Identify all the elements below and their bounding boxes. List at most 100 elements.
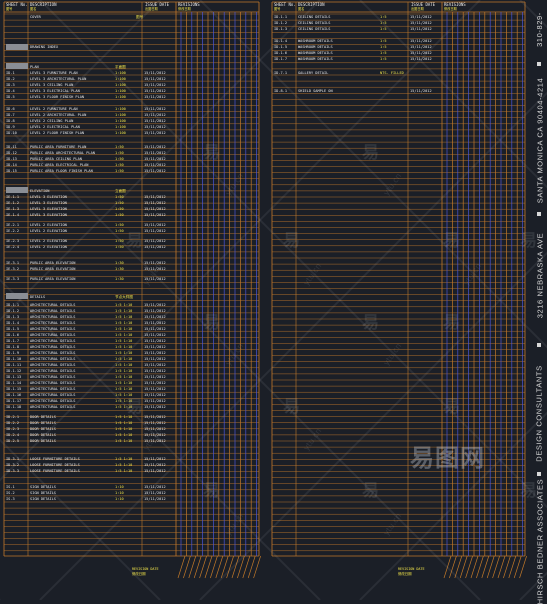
issue-date: 15/11/2012 bbox=[144, 381, 166, 385]
issue-date: 15/11/2012 bbox=[144, 439, 166, 443]
sheet-description: PUBLIC AREA FLOOR FINISH PLAN bbox=[30, 169, 93, 173]
sheet-scale: 1:10 bbox=[115, 485, 124, 489]
sheet-number: ID-13 bbox=[6, 157, 17, 161]
sheet-description: SHIELD SAMPLE ON bbox=[298, 89, 333, 93]
watermark-char: 易 bbox=[283, 231, 300, 251]
sheet-description: PUBLIC AREA ELEVATION bbox=[30, 277, 76, 281]
left-footer-line1: REVISION DATE bbox=[132, 567, 159, 571]
sheet-number: IS-1 bbox=[6, 485, 15, 489]
left-revisions-header: REVISIONS bbox=[178, 2, 200, 7]
firm-text: HIRSCH BEDNER ASSOCIATES bbox=[535, 478, 545, 604]
sheet-scale: 1:100 bbox=[115, 107, 126, 111]
sheet-number: ID-7 bbox=[6, 113, 15, 117]
sheet-scale: 1:30 bbox=[115, 277, 124, 281]
sheet-description: WASHROOM DETAILS bbox=[298, 57, 333, 61]
sheet-description: LEVEL 3 FURNITURE PLAN bbox=[30, 71, 78, 75]
left-description-sub: 图名 bbox=[30, 7, 37, 11]
sheet-number: ID-1.1 bbox=[6, 303, 19, 307]
revision-stub-line bbox=[513, 555, 522, 579]
sheet-scale: 节点大样图 bbox=[115, 295, 133, 299]
sheet-scale: 1:100 bbox=[115, 89, 126, 93]
sheet-scale: 1:5 1:10 bbox=[115, 357, 133, 361]
watermark-char: 易 bbox=[443, 313, 460, 333]
issue-date: 15/11/2012 bbox=[144, 375, 166, 379]
sheet-scale: NTS. FILLED bbox=[380, 71, 404, 75]
issue-date: 15/11/2012 bbox=[144, 277, 166, 281]
sheet-scale: 1:50 bbox=[115, 163, 124, 167]
revision-stub-line bbox=[519, 555, 527, 579]
sheet-number: ID-11 bbox=[6, 145, 17, 149]
sheet-number: ID-1.2 bbox=[6, 309, 19, 313]
issue-date: 15/11/2012 bbox=[144, 321, 166, 325]
revision-stub-line bbox=[492, 555, 500, 579]
revision-stub-line bbox=[253, 555, 261, 579]
sheet-description: ARCHITECTURAL DETAILS bbox=[30, 333, 76, 337]
revision-stub-line bbox=[183, 555, 191, 579]
sheet-number: ID-1.3 bbox=[6, 315, 19, 319]
watermark-char: 易 bbox=[362, 313, 379, 333]
sheet-description: ARCHITECTURAL DETAILS bbox=[30, 369, 76, 373]
sheet-description: ARCHITECTURAL DETAILS bbox=[30, 303, 76, 307]
sheet-number: ID-1.4 bbox=[274, 39, 287, 43]
sheet-number: IE-2.4 bbox=[6, 245, 19, 249]
revision-stub-line bbox=[215, 555, 224, 579]
sheet-number: ID-1.4 bbox=[6, 321, 19, 325]
sheet-scale: 1:30 bbox=[115, 261, 124, 265]
sheet-description: DOOR DETAILS bbox=[30, 439, 56, 443]
sheet-number: ID-8 bbox=[6, 119, 15, 123]
sheet-description: LEVEL 2 ARCHITECTURAL PLAN bbox=[30, 113, 87, 117]
watermark-line bbox=[359, 411, 547, 600]
sheet-number: IE-1.1 bbox=[6, 195, 19, 199]
sheet-number: ID-3 bbox=[6, 83, 15, 87]
sheet-scale: 1:5 1:10 bbox=[115, 427, 133, 431]
sheet-number: IE-1.3 bbox=[6, 207, 19, 211]
revision-stub-line bbox=[199, 555, 207, 579]
sheet-number: ID-1.2 bbox=[274, 21, 287, 25]
sheet-scale: 1:5 1:10 bbox=[115, 363, 133, 367]
sheet-description: LEVEL 3 ELECTRICAL PLAN bbox=[30, 89, 80, 93]
watermark-line bbox=[0, 438, 161, 600]
sheet-scale: 1:5 bbox=[380, 51, 387, 55]
left-issuedate-header: ISSUE DATE bbox=[145, 2, 170, 7]
sheet-description: DRAWING INDEX bbox=[30, 45, 59, 49]
issue-date: 15/11/2012 bbox=[144, 369, 166, 373]
sheet-scale: 1:50 bbox=[115, 229, 124, 233]
sheet-scale: 1:5 1:10 bbox=[115, 351, 133, 355]
sheet-number: ID-3.3 bbox=[6, 469, 19, 473]
sheet-scale: 1:5 1:10 bbox=[115, 327, 133, 331]
sheet-description: LEVEL 3 ELEVATION bbox=[30, 201, 67, 205]
sheet-description: SIGN DETAILS bbox=[30, 497, 56, 501]
sheet-description: DOOR DETAILS bbox=[30, 415, 56, 419]
sheet-description: PUBLIC AREA ELEVATION bbox=[30, 267, 76, 271]
sheet-description: ARCHITECTURAL DETAILS bbox=[30, 351, 76, 355]
revision-stub-line bbox=[231, 555, 240, 579]
watermark-char: 易 bbox=[203, 313, 220, 333]
sheet-description: PUBLIC AREA FURNITURE PLAN bbox=[30, 145, 87, 149]
sheet-scale: 1:5 1:10 bbox=[115, 309, 133, 313]
sheet-scale: 1:30 bbox=[115, 267, 124, 271]
sheet-scale: 1:5 bbox=[380, 45, 387, 49]
issue-date: 15/11/2012 bbox=[144, 463, 166, 467]
sheet-number: ID-1.3 bbox=[274, 27, 287, 31]
issue-date: 15/11/2012 bbox=[144, 363, 166, 367]
section-bar-details bbox=[6, 293, 28, 299]
watermark-char: 易 bbox=[126, 231, 143, 251]
sheet-number: ID-4 bbox=[6, 89, 15, 93]
sheet-scale: 1:100 bbox=[115, 83, 126, 87]
sheet-number: IE-3.2 bbox=[6, 267, 19, 271]
sheet-scale: 1:5 bbox=[380, 21, 387, 25]
sheet-scale: 1:50 bbox=[115, 245, 124, 249]
sheet-scale: 1:50 bbox=[115, 195, 124, 199]
issue-date: 15/11/2012 bbox=[144, 131, 166, 135]
right-footer-line1: REVISION DATE bbox=[398, 567, 425, 571]
watermark-line bbox=[0, 278, 321, 600]
sheet-number: IE-1.4 bbox=[6, 213, 19, 217]
issue-date: 15/11/2012 bbox=[144, 145, 166, 149]
sheet-number: IS-3 bbox=[6, 497, 15, 501]
sheet-description: PUBLIC AREA CEILING PLAN bbox=[30, 157, 82, 161]
sheet-number: ID-1.17 bbox=[6, 399, 22, 403]
sheet-number: ID-12 bbox=[6, 151, 17, 155]
issue-date: 15/11/2012 bbox=[144, 151, 166, 155]
sheet-number: ID-1.11 bbox=[6, 363, 22, 367]
sheet-scale: 1:5 1:10 bbox=[115, 321, 133, 325]
